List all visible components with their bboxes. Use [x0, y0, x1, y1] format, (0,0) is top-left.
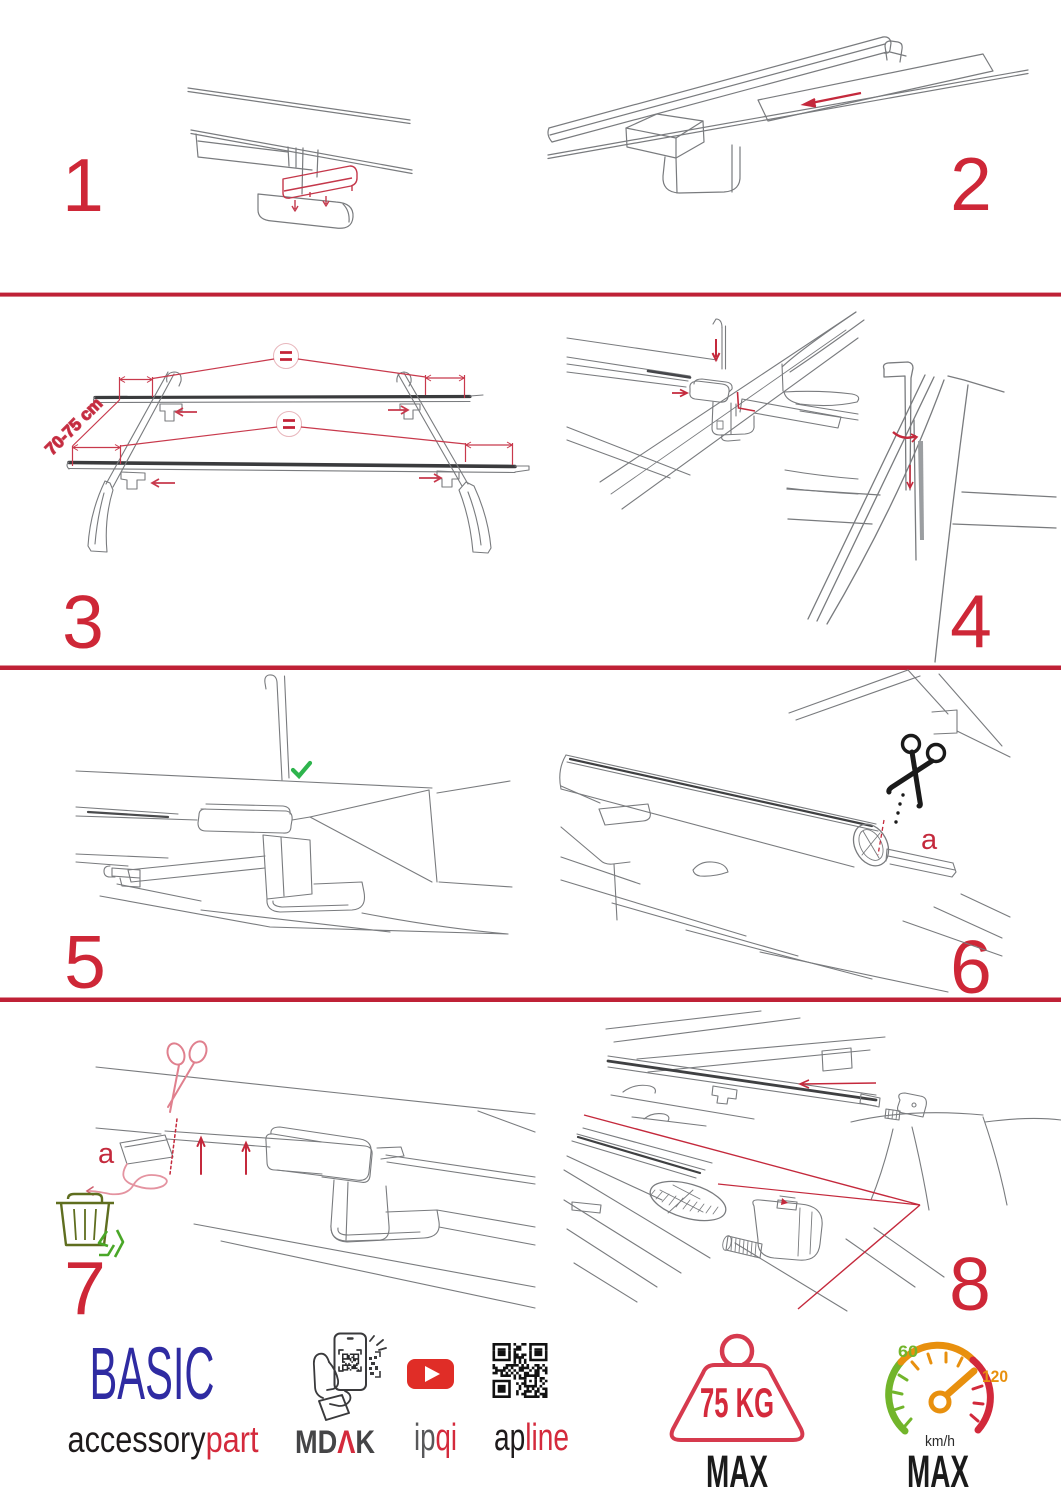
svg-text:BASIC: BASIC	[90, 1332, 215, 1415]
svg-text:km/h: km/h	[925, 1433, 955, 1450]
svg-text:2: 2	[950, 142, 992, 226]
svg-text:8: 8	[949, 1242, 991, 1326]
svg-text:3: 3	[62, 580, 104, 664]
svg-text:a: a	[921, 824, 938, 856]
svg-text:5: 5	[64, 920, 106, 1004]
svg-text:7: 7	[64, 1246, 106, 1330]
svg-text:1: 1	[62, 143, 104, 227]
svg-text:a: a	[98, 1138, 115, 1170]
svg-text:6: 6	[950, 925, 992, 1009]
svg-text:MAX: MAX	[907, 1446, 969, 1497]
svg-text:accessorypart: accessorypart	[68, 1419, 260, 1460]
svg-text:apline: apline	[494, 1417, 569, 1459]
svg-text:75 KG: 75 KG	[700, 1379, 774, 1426]
svg-text:60: 60	[898, 1342, 918, 1361]
svg-text:MDΛK: MDΛK	[295, 1424, 375, 1460]
svg-text:4: 4	[950, 579, 992, 663]
svg-text:ipqi: ipqi	[414, 1417, 457, 1459]
svg-text:MAX: MAX	[706, 1446, 768, 1497]
svg-text:120: 120	[982, 1367, 1008, 1386]
